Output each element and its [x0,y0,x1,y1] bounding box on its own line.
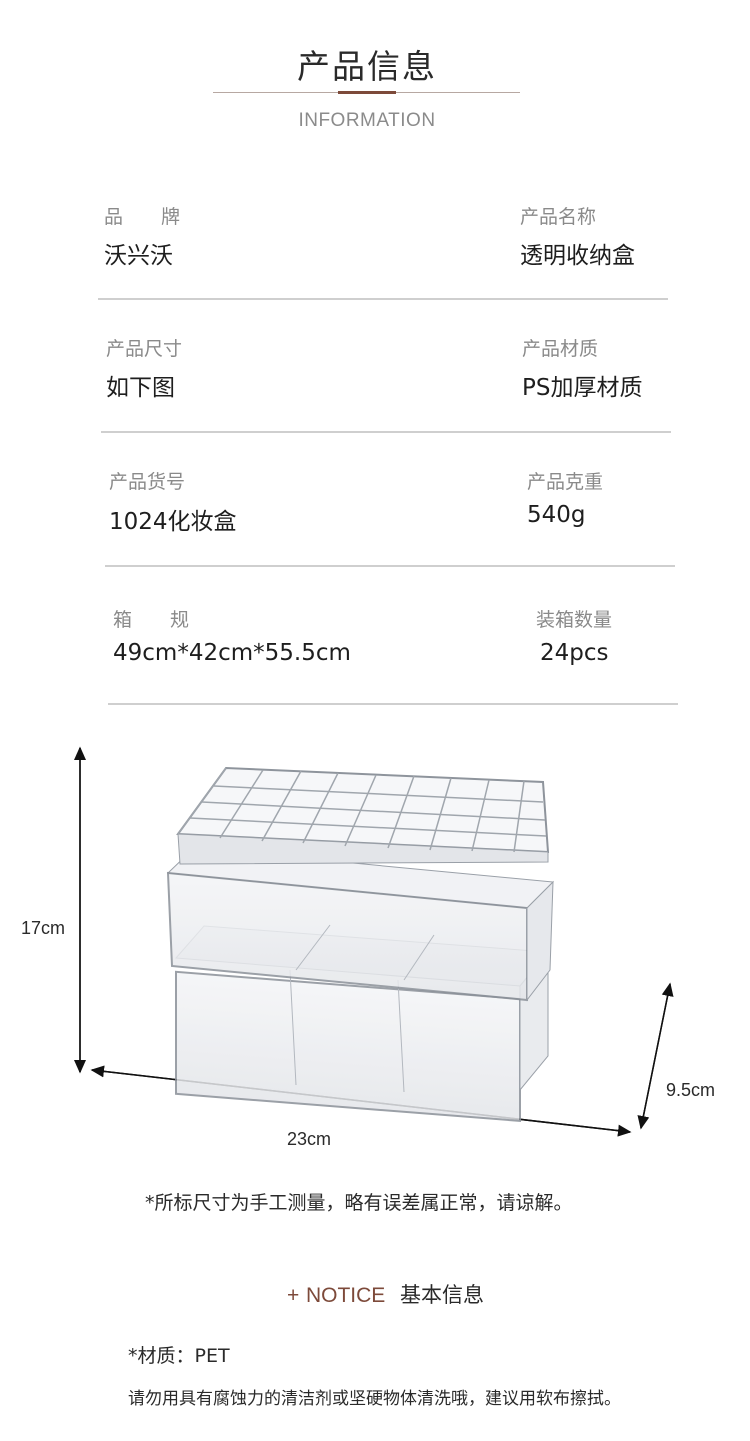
spec-value-weight: 540g [527,502,586,528]
organizer-drawing [166,766,555,1123]
plus-icon: + [287,1284,300,1307]
material-text: *材质：PET [128,1345,230,1367]
spec-value-name: 透明收纳盒 [520,243,635,269]
spec-label-size: 产品尺寸 [106,338,183,360]
dimension-height-label: 17cm [21,918,66,938]
spec-label-brand: 品 牌 [104,206,181,228]
spec-label-item-no: 产品货号 [109,471,186,493]
spec-value-quantity: 24pcs [540,640,609,666]
care-warning: 请勿用具有腐蚀力的清洁剂或坚硬物体清洗哦，建议用软布擦拭。 [128,1389,621,1409]
dimension-depth-label: 9.5cm [666,1080,716,1100]
spec-label-quantity: 装箱数量 [536,609,613,631]
spec-label-name: 产品名称 [520,206,597,228]
page-subtitle: INFORMATION [298,110,436,131]
spec-value-material: PS加厚材质 [522,375,643,401]
spec-label-weight: 产品克重 [527,471,604,493]
notice-heading: + NOTICE 基本信息 [287,1279,484,1309]
notice-title-en: NOTICE [305,1284,386,1307]
title-underline-accent [338,91,396,94]
spec-label-material: 产品材质 [522,338,599,360]
product-image [74,746,674,1137]
notice-title-cn: 基本信息 [399,1283,484,1307]
page-title: 产品信息 [297,47,437,86]
spec-value-brand: 沃兴沃 [104,243,173,269]
spec-divider [101,431,671,433]
dimension-width-label: 23cm [287,1129,332,1149]
spec-value-carton: 49cm*42cm*55.5cm [113,640,351,666]
spec-divider [98,298,668,300]
spec-value-size: 如下图 [106,375,175,401]
measurement-note: *所标尺寸为手工测量，略有误差属正常，请谅解。 [145,1192,573,1214]
spec-divider [108,703,678,705]
spec-value-item-no: 1024化妆盒 [109,509,237,535]
spec-label-carton: 箱 规 [113,609,190,631]
spec-divider [105,565,675,567]
